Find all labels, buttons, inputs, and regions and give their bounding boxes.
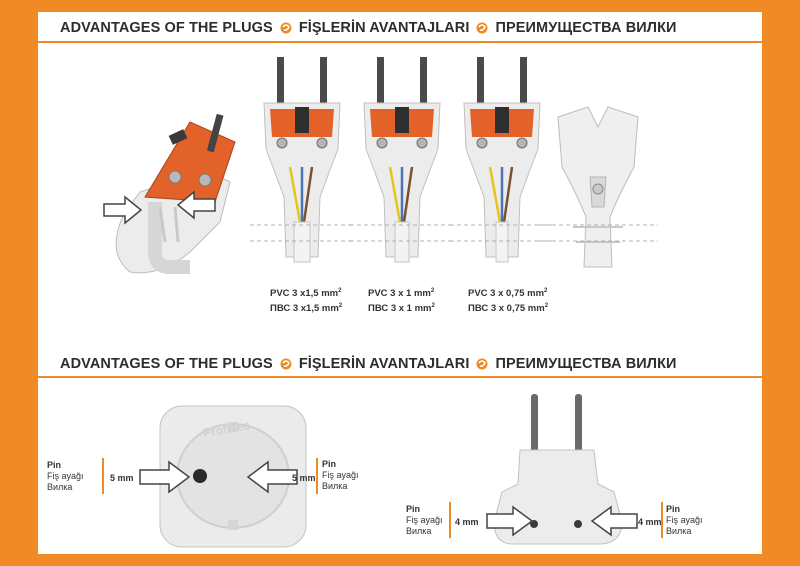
cable-pvc-label: PVC 3 x 1 mm xyxy=(368,288,431,300)
plug-right-mm: 4 mm xyxy=(638,517,662,527)
plug-internals-image xyxy=(250,57,354,263)
socket-left-pin-label: Pin Fiş ayağı Вилка xyxy=(47,460,84,493)
arrow-right-icon xyxy=(139,460,191,494)
section1-header: ADVANTAGES OF THE PLUGS FİŞLERİN AVANTAJ… xyxy=(60,18,677,38)
pin-label-en: Pin xyxy=(406,504,421,514)
arrow-left-icon xyxy=(590,505,638,537)
superscript: 2 xyxy=(431,303,435,310)
cable-pbc-label: ПВС 3 x 1 mm xyxy=(368,303,432,315)
section1-title-tr: FİŞLERİN AVANTAJLARI xyxy=(298,20,470,36)
pin-label-en: Pin xyxy=(666,504,681,514)
socket-left-divider xyxy=(102,458,104,494)
cable-pvc-label: PVC 3 x1,5 mm xyxy=(270,288,339,300)
socket-right-divider xyxy=(316,458,318,494)
superscript: 2 xyxy=(338,303,343,310)
arrow-right-icon xyxy=(486,505,534,537)
plug-right-divider xyxy=(661,502,663,538)
cable-pvc-label: PVC 3 x 0,75 mm xyxy=(468,288,545,300)
plug-internals-image xyxy=(450,57,554,263)
superscript: 2 xyxy=(430,288,435,294)
section1-title-en: ADVANTAGES OF THE PLUGS xyxy=(60,20,273,36)
swirl-icon xyxy=(476,358,488,370)
superscript: 2 xyxy=(544,303,549,310)
plug-internals-image xyxy=(350,57,454,263)
plug-cutaway-image xyxy=(115,113,236,274)
cable-pbc-label: ПВС 3 x1,5 mm xyxy=(270,303,339,315)
pin-label-tr: Fiş ayağı xyxy=(47,471,84,481)
section2-title-ru: ПРЕИМУЩЕСТВА ВИЛКИ xyxy=(495,356,677,372)
pin-label-ru: Вилка xyxy=(406,526,432,536)
pin-label-ru: Вилка xyxy=(322,481,348,491)
arrow-left-icon xyxy=(246,460,298,494)
section2-title-en: ADVANTAGES OF THE PLUGS xyxy=(60,356,273,372)
swirl-icon xyxy=(280,22,292,34)
pin-label-en: Pin xyxy=(322,459,337,469)
section2-header: ADVANTAGES OF THE PLUGS FİŞLERİN AVANTAJ… xyxy=(60,354,677,374)
superscript: 2 xyxy=(338,288,342,294)
empty-housing-image xyxy=(538,106,658,268)
plug-left-mm: 4 mm xyxy=(455,517,479,527)
pin-label-ru: Вилка xyxy=(666,526,692,536)
section1-divider xyxy=(38,41,762,43)
superscript: 2 xyxy=(544,288,548,294)
cable-pbc-label: ПВС 3 x 0,75 mm xyxy=(468,303,545,315)
plug-right-pin-label: Pin Fiş ayağı Вилка xyxy=(666,504,703,537)
cable-spec-2: PVC 3 x 1 mm2 ПВС 3 x 1 mm2 xyxy=(368,285,435,315)
arrow-left-icon xyxy=(176,190,216,220)
socket-right-pin-label: Pin Fiş ayağı Вилка xyxy=(322,459,359,492)
catalog-sheet: ADVANTAGES OF THE PLUGS FİŞLERİN AVANTAJ… xyxy=(38,12,762,554)
cable-spec-3: PVC 3 x 0,75 mm2 ПВС 3 x 0,75 mm2 xyxy=(468,285,548,315)
section1-title-ru: ПРЕИМУЩЕСТВА ВИЛКИ xyxy=(495,20,677,36)
swirl-icon xyxy=(476,22,488,34)
socket-left-mm: 5 mm xyxy=(110,473,134,483)
pin-label-tr: Fiş ayağı xyxy=(406,515,443,525)
pin-label-en: Pin xyxy=(47,460,62,470)
plug-left-divider xyxy=(449,502,451,538)
arrow-right-icon xyxy=(103,195,143,225)
section2-title-tr: FİŞLERİN AVANTAJLARI xyxy=(298,356,470,372)
pin-label-ru: Вилка xyxy=(47,482,73,492)
cable-spec-1: PVC 3 x1,5 mm2 ПВС 3 x1,5 mm2 xyxy=(270,285,342,315)
swirl-icon xyxy=(280,358,292,370)
pin-label-tr: Fiş ayağı xyxy=(666,515,703,525)
pin-label-tr: Fiş ayağı xyxy=(322,470,359,480)
socket-right-mm: 5 mm xyxy=(292,473,316,483)
section2-divider xyxy=(38,376,762,378)
plug-left-pin-label: Pin Fiş ayağı Вилка xyxy=(406,504,443,537)
